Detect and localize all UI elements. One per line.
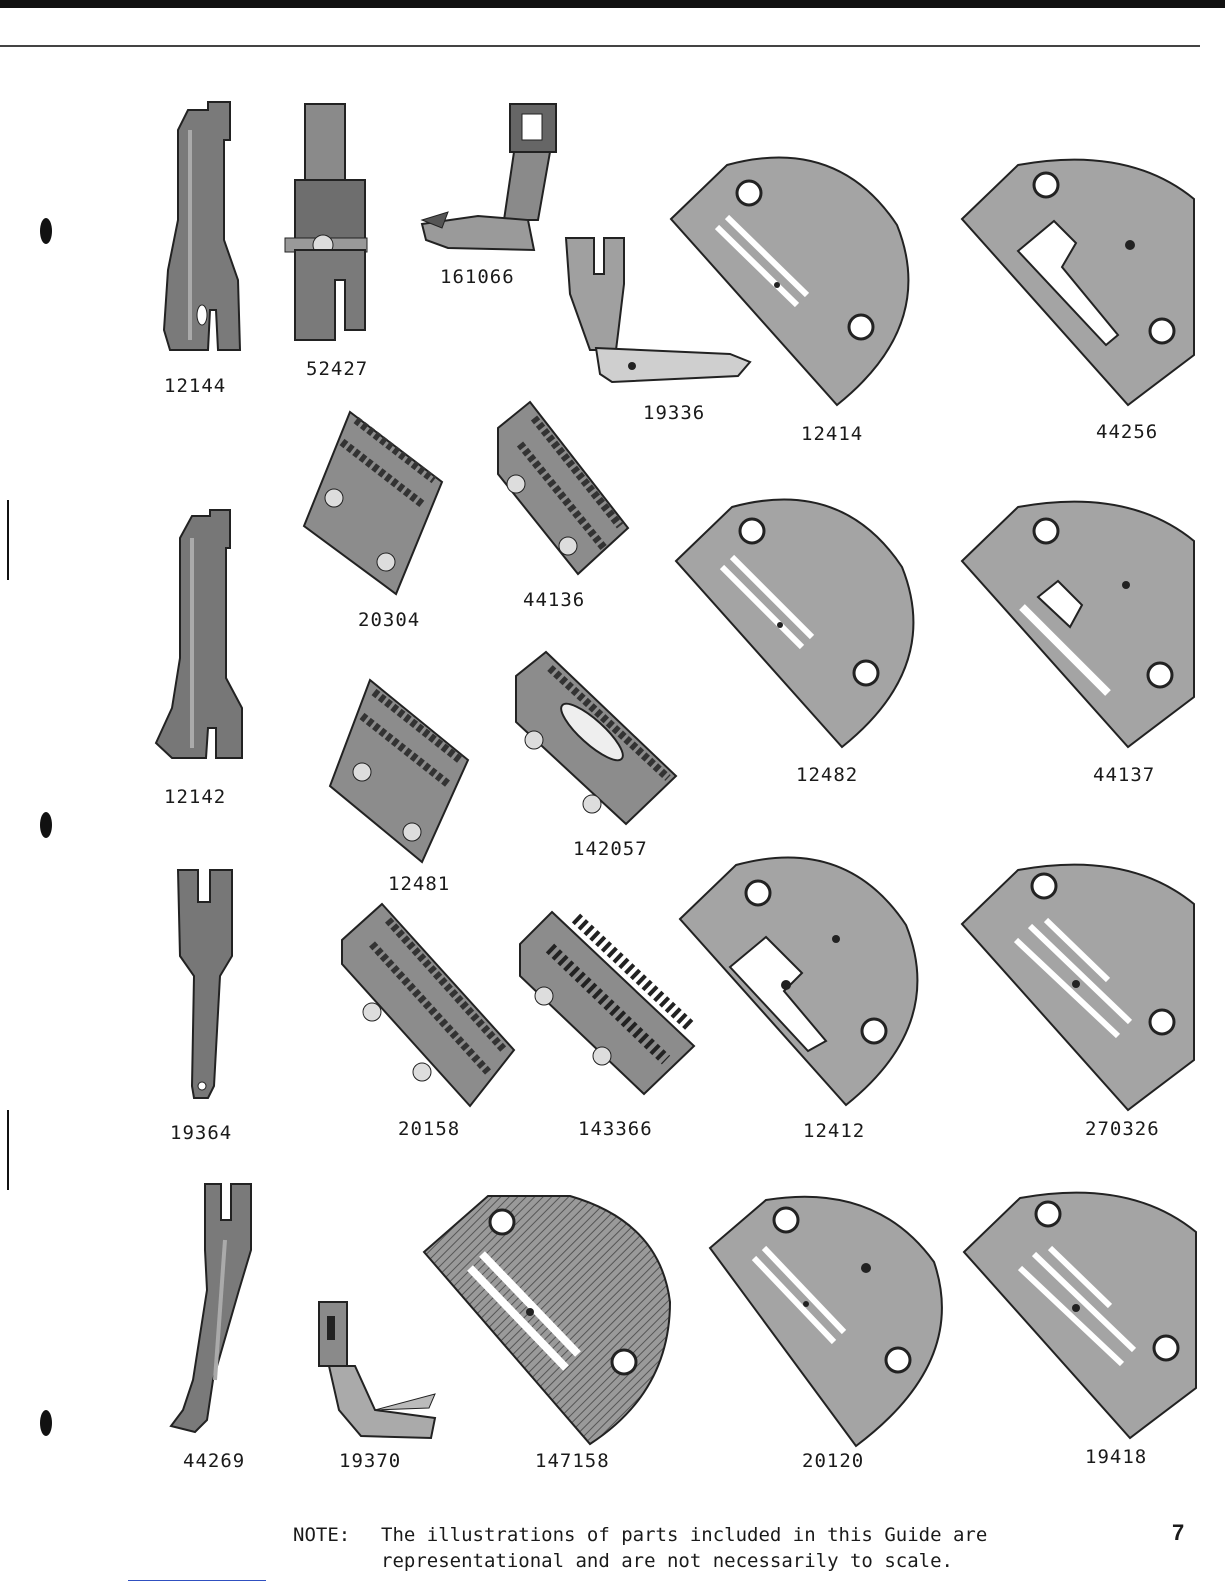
presser-foot-44269 <box>165 1180 275 1440</box>
throat-plate-12482 <box>672 497 922 757</box>
part-number-label: 19418 <box>1085 1446 1147 1468</box>
part-number-label: 12414 <box>801 423 863 445</box>
part-number-label: 44137 <box>1093 764 1155 786</box>
part-number-label: 19364 <box>170 1122 232 1144</box>
note-label: NOTE: <box>293 1522 350 1548</box>
header-rule <box>0 45 1200 47</box>
part-number-label: 161066 <box>440 266 515 288</box>
margin-hole-mark <box>40 1410 52 1436</box>
note-line: representational and are not necessarily… <box>381 1548 1081 1574</box>
throat-plate-20120 <box>706 1192 946 1452</box>
throat-plate-12412 <box>676 855 926 1115</box>
feed-dog-44136 <box>494 398 634 578</box>
part-number-label: 52427 <box>306 358 368 380</box>
presser-foot-12142 <box>152 508 252 778</box>
part-number-label: 270326 <box>1085 1118 1160 1140</box>
throat-plate-12414 <box>667 155 917 415</box>
part-number-label: 12412 <box>803 1120 865 1142</box>
feed-dog-20158 <box>338 900 520 1110</box>
margin-tick <box>7 1110 9 1190</box>
margin-tick <box>7 500 9 580</box>
presser-foot-12144 <box>150 100 250 370</box>
part-number-label: 12481 <box>388 873 450 895</box>
part-number-label: 44256 <box>1096 421 1158 443</box>
part-number-label: 143366 <box>578 1118 653 1140</box>
part-number-label: 142057 <box>573 838 648 860</box>
presser-foot-161066 <box>418 100 568 260</box>
part-number-label: 12142 <box>164 786 226 808</box>
top-border <box>0 0 1225 8</box>
part-number-label: 20120 <box>802 1450 864 1472</box>
margin-hole-mark <box>40 812 52 838</box>
part-number-label: 12482 <box>796 764 858 786</box>
throat-plate-44137 <box>958 497 1198 757</box>
part-number-label: 19370 <box>339 1450 401 1472</box>
throat-plate-19418 <box>960 1188 1200 1448</box>
part-number-label: 44269 <box>183 1450 245 1472</box>
page-number: 7 <box>1172 1520 1184 1546</box>
part-number-label: 147158 <box>535 1450 610 1472</box>
presser-foot-19364 <box>172 866 242 1106</box>
margin-hole-mark <box>40 218 52 244</box>
feed-dog-143366 <box>516 908 700 1098</box>
throat-plate-44256 <box>958 155 1198 415</box>
feed-dog-12481 <box>326 676 476 866</box>
scan-edge-line <box>128 1580 266 1581</box>
feed-dog-20304 <box>300 408 450 598</box>
throat-plate-147158 <box>420 1192 680 1452</box>
part-number-label: 12144 <box>164 375 226 397</box>
part-number-label: 44136 <box>523 589 585 611</box>
presser-foot-52427 <box>285 100 385 350</box>
part-number-label: 20304 <box>358 609 420 631</box>
note-text: The illustrations of parts included in t… <box>381 1522 1081 1574</box>
note-line: The illustrations of parts included in t… <box>381 1522 1081 1548</box>
feed-dog-142057 <box>512 648 682 828</box>
throat-plate-270326 <box>958 860 1198 1120</box>
part-number-label: 20158 <box>398 1118 460 1140</box>
